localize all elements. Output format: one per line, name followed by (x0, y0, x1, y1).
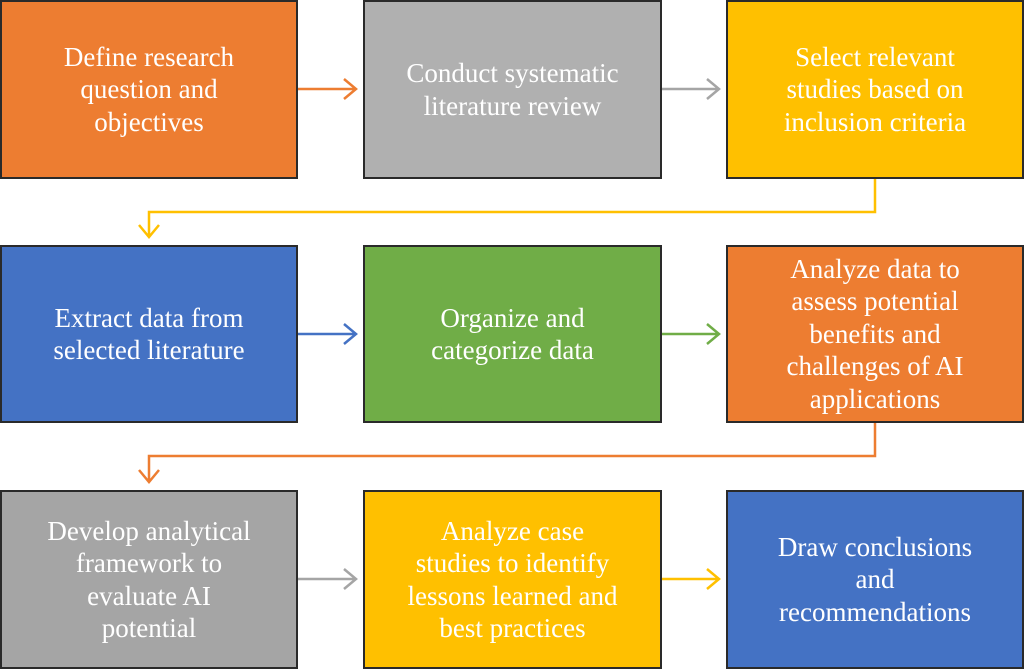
step-box: Analyze data to assess potential benefit… (726, 245, 1024, 423)
arrow-step4-to-step5 (298, 323, 358, 345)
step-box: Analyze case studies to identify lessons… (363, 490, 662, 669)
step-label: Analyze data to assess potential benefit… (786, 253, 964, 414)
step-label: Develop analytical framework to evaluate… (47, 515, 251, 644)
step-box: Draw conclusions and recommendations (726, 490, 1024, 669)
step-box: Select relevant studies based on inclusi… (726, 0, 1024, 179)
step-label: Conduct systematic literature review (406, 58, 619, 121)
step-box: Conduct systematic literature review (363, 0, 662, 179)
arrow-step8-to-step9 (662, 568, 721, 590)
step-box: Develop analytical framework to evaluate… (0, 490, 298, 669)
step-label: Analyze case studies to identify lessons… (407, 515, 618, 644)
step-label: Extract data from selected literature (53, 302, 245, 366)
step-label: Select relevant studies based on inclusi… (783, 41, 967, 137)
step-label: Draw conclusions and recommendations (777, 531, 973, 627)
step-box: Define research question and objectives (0, 0, 298, 179)
arrow-step6-to-step7 (138, 423, 877, 484)
step-box: Organize and categorize data (363, 245, 662, 423)
step-label: Define research question and objectives (63, 41, 235, 137)
step-label: Organize and categorize data (431, 302, 594, 366)
arrow-step1-to-step2 (298, 78, 358, 100)
arrow-step2-to-step3 (662, 78, 721, 100)
arrow-step5-to-step6 (662, 323, 721, 345)
arrow-step3-to-step4 (138, 179, 877, 239)
arrow-step7-to-step8 (298, 568, 358, 590)
step-box: Extract data from selected literature (0, 245, 298, 423)
